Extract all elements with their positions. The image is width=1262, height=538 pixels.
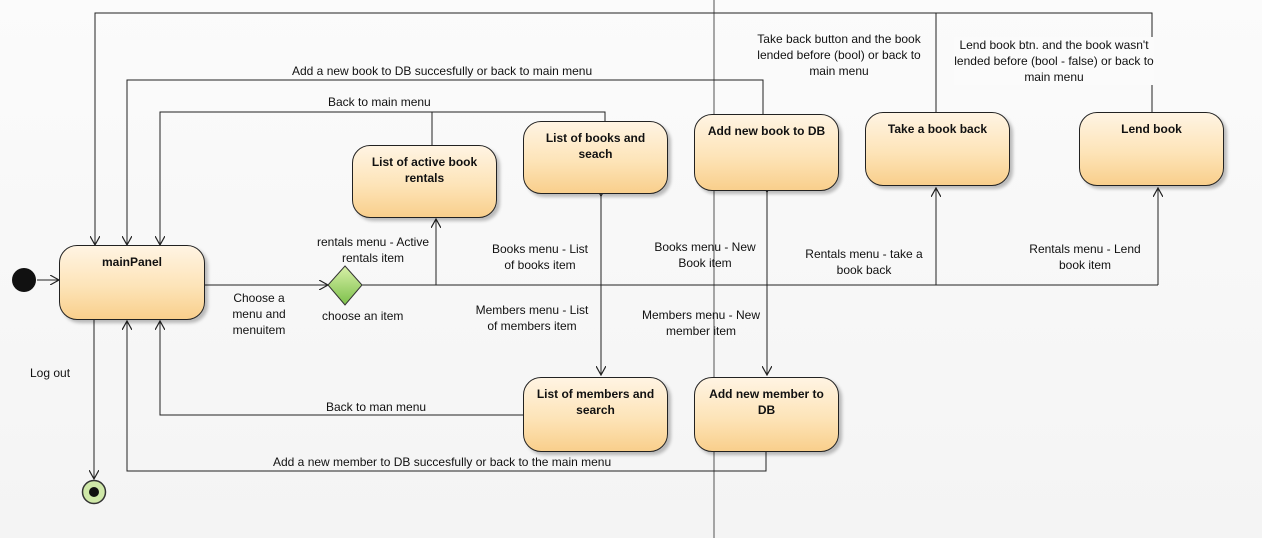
label-add-book-back: Add a new book to DB succesfully or back… — [292, 64, 593, 78]
decision-label: choose an item — [322, 309, 404, 323]
label-rentals-take: Rentals menu - take a book back — [805, 247, 923, 277]
label-take-back-return: Take back button and the book lended bef… — [757, 32, 921, 78]
edge-back-from-rentals — [160, 111, 433, 245]
decision-node — [327, 265, 363, 306]
node-members-search: List of members and search — [523, 377, 668, 452]
label-back-to-main: Back to main menu — [328, 95, 431, 109]
node-take-back: Take a book back — [865, 112, 1010, 186]
label-back-to-man: Back to man menu — [326, 400, 427, 414]
edge-back-from-books — [432, 111, 606, 121]
label-choose-menu: Choose a menu and menuitem — [232, 291, 286, 337]
label-lend-return: Lend book btn. and the book wasn't lende… — [954, 37, 1154, 85]
edge-back-from-add-book — [127, 79, 764, 245]
final-node-core — [89, 487, 99, 497]
label-members-new: Members menu - New member item — [641, 308, 761, 338]
label-rentals-active: rentals menu - Active rentals item — [316, 235, 430, 265]
edge-back-from-add-member — [127, 321, 767, 472]
edge-back-from-members — [160, 321, 523, 416]
node-add-member: Add new member to DB — [694, 377, 839, 452]
node-lend-book: Lend book — [1079, 112, 1224, 186]
label-members-list: Members menu - List of members item — [475, 303, 589, 333]
node-active-rentals: List of active book rentals — [352, 145, 497, 218]
label-books-list: Books menu - List of books item — [491, 242, 589, 272]
label-books-new: Books menu - New Book item — [654, 240, 756, 270]
node-main-panel: mainPanel — [59, 245, 205, 320]
label-log-out: Log out — [30, 366, 71, 380]
node-add-book: Add new book to DB — [694, 114, 839, 191]
label-add-member-back: Add a new member to DB succesfully or ba… — [273, 455, 612, 469]
initial-node — [12, 268, 36, 292]
node-books-search: List of books and seach — [523, 121, 668, 194]
label-rentals-lend: Rentals menu - Lend book item — [1029, 242, 1141, 272]
